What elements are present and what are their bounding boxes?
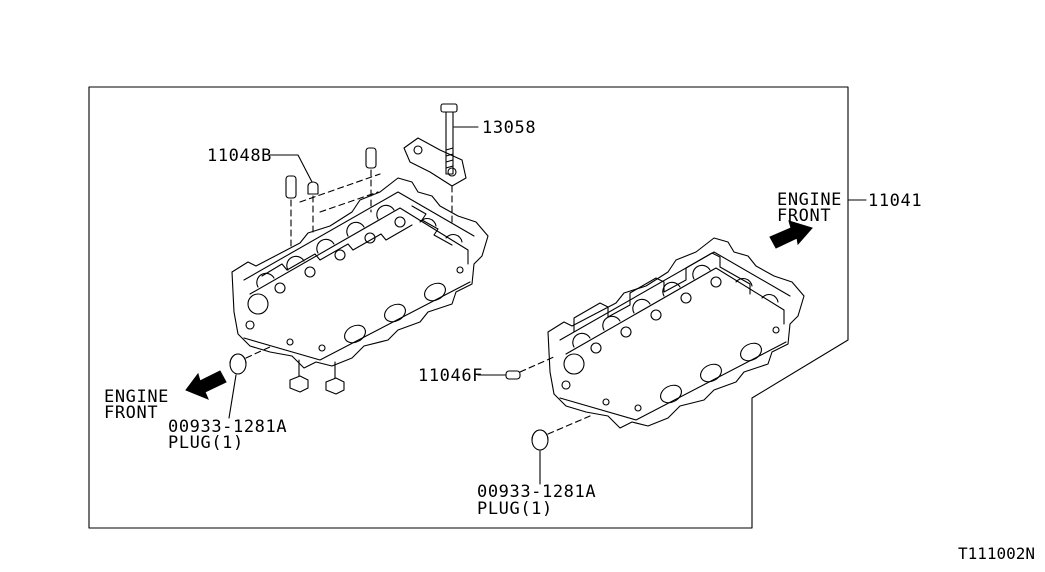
cam-journal [662, 281, 681, 297]
cam-journal [286, 255, 305, 271]
head-side-edge [559, 341, 787, 421]
dowel-sleeve [285, 175, 297, 199]
cylinder-head-right [547, 237, 805, 429]
dashed-guide [547, 415, 591, 435]
end-port [561, 380, 571, 390]
engine-front-left-line1: ENGINE [104, 387, 169, 407]
dashed-guide [299, 173, 381, 203]
exhaust-port [740, 342, 762, 362]
engine-front-arrow-left [185, 370, 227, 400]
cam-journal [602, 315, 621, 331]
callout-11041: 11041 [868, 191, 922, 211]
bolt-hole [634, 404, 642, 412]
bolt-hole [456, 266, 464, 274]
exhaust-port [384, 303, 406, 323]
valve-bore [710, 276, 722, 288]
engine-front-right-line2: FRONT [777, 206, 831, 226]
cylinder-head-left [231, 177, 489, 369]
dowel-leader [269, 154, 313, 183]
plug-cap [531, 429, 549, 441]
frame-outline [88, 86, 849, 529]
end-port [563, 353, 585, 375]
bolt-13058 [440, 103, 479, 175]
plug-left [228, 345, 273, 419]
engine-front-left-line2: FRONT [104, 403, 158, 423]
pin-body [505, 370, 521, 380]
exhaust-port [344, 324, 366, 344]
valve-bore [680, 292, 692, 304]
exhaust-port [700, 363, 722, 383]
callout-plug-left-part: 00933-1281A [168, 417, 287, 437]
dowel-plug [307, 181, 319, 195]
head-outline [547, 237, 805, 429]
head-deck-line [243, 191, 475, 281]
valve-bore [590, 342, 602, 354]
seal-washers [289, 359, 345, 395]
head-deck-line [249, 207, 469, 295]
cam-journal [632, 298, 651, 314]
callout-plug-left-desc: PLUG(1) [168, 433, 244, 453]
bolt-thread [445, 147, 454, 169]
bolt-hole [318, 344, 326, 352]
dashed-guide [519, 355, 557, 373]
head-deck-line [565, 267, 785, 355]
bracket-hole [413, 145, 423, 155]
diagram-frame [88, 86, 867, 529]
bolt-hole [772, 326, 780, 334]
bolt-shank [445, 111, 454, 175]
valve-bore [650, 309, 662, 321]
diagram-code: T111002N [958, 544, 1035, 563]
callout-plug-right-desc: PLUG(1) [477, 499, 553, 519]
head-gasket-rail [573, 252, 751, 333]
cam-journal [419, 218, 437, 227]
bolt-hole [602, 398, 610, 406]
valve-bore [334, 249, 346, 261]
engine-front-right-line1: ENGINE [777, 190, 842, 210]
cam-journal [761, 294, 779, 303]
end-port [245, 320, 255, 330]
washer [325, 377, 345, 395]
valve-bore [620, 326, 632, 338]
cam-journal [572, 332, 591, 348]
cam-journal [316, 238, 335, 254]
leader-plug-left [228, 374, 237, 419]
dashed-guide [319, 191, 379, 213]
cam-journal [692, 264, 711, 280]
callout-11046f: 11046F [418, 366, 483, 386]
cam-journal [346, 221, 365, 237]
valve-bore [304, 266, 316, 278]
head-side-edge [243, 281, 471, 361]
dowel-sleeve [365, 147, 377, 169]
pin-11046f [477, 355, 557, 380]
plug-right [531, 415, 591, 485]
head-rail [261, 205, 453, 277]
valve-bore [394, 216, 406, 228]
valve-bore [274, 282, 286, 294]
bolt-hole [286, 338, 294, 346]
valve-bore [364, 232, 376, 244]
cam-bracket [403, 137, 467, 223]
washer [289, 375, 309, 393]
bracket-hole [447, 167, 457, 177]
callout-plug-right-part: 00933-1281A [477, 482, 596, 502]
bolt-head [440, 103, 458, 113]
exhaust-port [660, 384, 682, 404]
cam-journal [445, 234, 463, 243]
callout-13058: 13058 [482, 118, 536, 138]
dashed-guide [245, 345, 273, 359]
bracket-outline [403, 137, 467, 187]
engine-front-arrow-right [769, 220, 813, 249]
dowel-parts [285, 147, 381, 249]
leader-11048b [269, 154, 313, 183]
end-port [247, 293, 269, 315]
plug-cap [229, 353, 247, 365]
head-outline [231, 177, 489, 369]
cam-journal [256, 272, 275, 288]
cam-journal [735, 278, 753, 287]
cam-journal [376, 204, 395, 220]
exhaust-port [424, 282, 446, 302]
callout-11048b: 11048B [207, 146, 272, 166]
head-deck-line [559, 251, 791, 341]
